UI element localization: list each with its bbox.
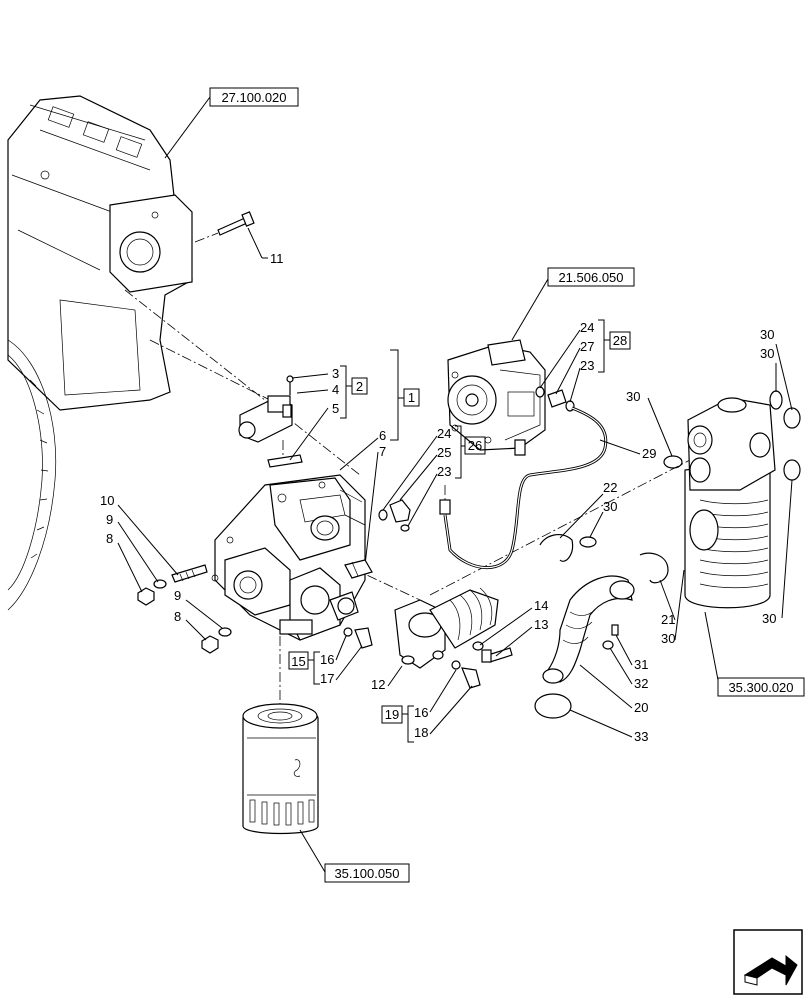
solenoid-valve-illustration [238,375,303,468]
hydraulic-pump-illustration [211,474,366,641]
callout-9-upper: 9 [106,512,113,527]
group-19-label: 19 [385,707,399,722]
next-page-arrow-icon[interactable] [733,929,803,995]
callout-group-1: 1 6 7 [339,349,420,566]
oil-filter-illustration [242,703,319,835]
callout-32: 32 [634,676,648,691]
aux-fittings [535,386,575,412]
fitting-7 [344,559,373,579]
callout-5: 5 [332,401,339,416]
callout-30-e: 30 [762,611,776,626]
group-28-box[interactable] [609,331,631,350]
callout-3: 3 [332,366,339,381]
callout-33: 33 [634,729,648,744]
callout-22: 22 [603,480,617,495]
group-2-label: 2 [356,379,363,394]
callout-31: 31 [634,657,648,672]
callout-group-28: 24 27 23 28 [539,319,631,403]
ref-engine-text: 27.100.020 [221,90,286,105]
callout-30-b: 30 [626,389,640,404]
clamp-31-32 [602,624,619,650]
group-26-label: 26 [468,438,482,453]
ref-tank-text: 35.300.020 [728,680,793,695]
callout-23-a: 23 [437,464,451,479]
callout-24-a: 24 [437,426,451,441]
callout-8-upper: 8 [106,531,113,546]
callout-30-f: 30 [661,631,675,646]
callout-6: 6 [379,428,386,443]
fitting-16-18 [451,660,481,689]
callout-group-26: 24 25 23 26 [382,425,486,527]
stud-nut-washer-set [137,564,232,654]
callout-9-lower: 9 [174,588,181,603]
ref-pump-group-text: 21.506.050 [558,270,623,285]
callout-17: 17 [320,671,334,686]
bolt-13-washer-14 [472,641,513,663]
pump-top-fittings [378,499,411,532]
callout-10: 10 [100,493,114,508]
callout-group-15: 15 16 17 [288,635,363,686]
ref-oil-filter-box[interactable]: 35.100.050 [299,829,410,883]
callout-21: 21 [661,612,675,627]
callout-12: 12 [371,677,385,692]
callout-30-d: 30 [760,346,774,361]
callout-30-a: 30 [603,499,617,514]
callout-20: 20 [634,700,648,715]
group-1-box[interactable] [403,388,420,407]
suction-elbow-12 [394,587,499,669]
callout-16-b: 16 [414,705,428,720]
assembly-axes [124,289,691,705]
group-26-box[interactable] [464,436,486,455]
callout-8-lower: 8 [174,609,181,624]
group-1-label: 1 [408,390,415,405]
ref-tank-box[interactable]: 35.300.020 [704,611,805,697]
callouts-12-13-14: 14 13 12 [371,598,548,692]
callout-11: 11 [270,251,284,266]
callout-30-c: 30 [760,327,774,342]
ref-pump-group-box[interactable]: 21.506.050 [511,267,635,341]
callout-27: 27 [580,339,594,354]
bolt-11: 11 [194,211,284,266]
hydraulic-tank-illustration [684,397,776,609]
suction-hose-20 [542,575,635,684]
fitting-16-17 [343,627,373,649]
callouts-8-9-10: 10 9 8 9 8 [100,493,223,641]
callout-25: 25 [437,445,451,460]
callout-group-2: 3 4 5 2 [289,365,368,461]
callout-14: 14 [534,598,548,613]
callout-29: 29 [642,446,656,461]
group-2-box[interactable] [351,377,368,395]
pipe-29: 29 [439,406,656,570]
group-28-label: 28 [613,333,627,348]
callout-13: 13 [534,617,548,632]
engine-block-illustration [7,95,193,611]
callout-7: 7 [379,444,386,459]
callout-16-a: 16 [320,652,334,667]
aux-pump-illustration [447,339,546,456]
callout-group-19: 19 16 18 [381,669,473,743]
group-15-label: 15 [291,654,305,669]
callouts-ring: 22 30 30 30 30 30 21 30 [559,327,793,646]
callout-4: 4 [332,382,339,397]
callout-24-b: 24 [580,320,594,335]
callout-18: 18 [414,725,428,740]
ref-engine-box[interactable]: 27.100.020 [164,87,299,159]
callout-23-b: 23 [580,358,594,373]
ref-oil-filter-text: 35.100.050 [334,866,399,881]
callouts-20-31-32-33: 31 32 20 33 [534,634,648,744]
